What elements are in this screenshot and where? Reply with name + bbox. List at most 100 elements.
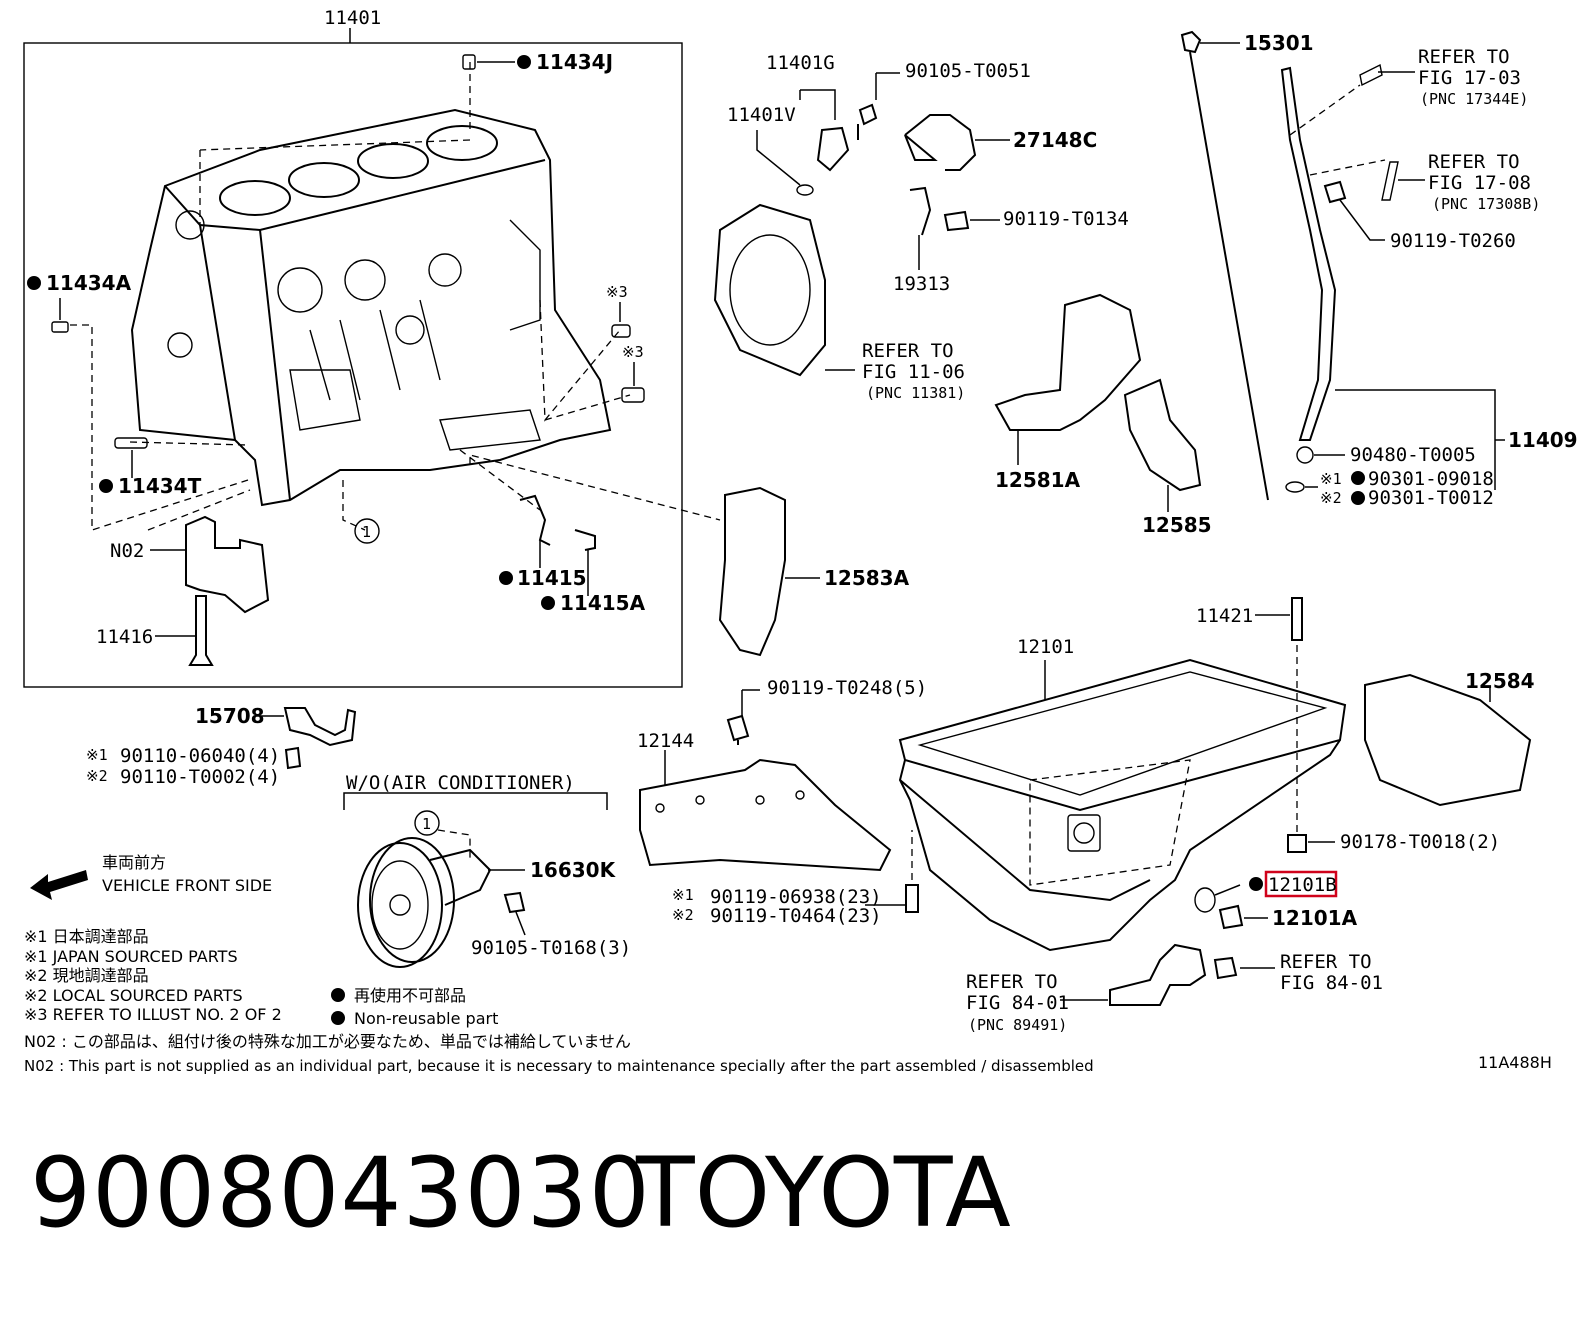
label-90105-T0051: 90105-T0051 [905,60,1031,82]
insulator-12581A-illustration [994,293,1142,431]
label-12585: 12585 [1142,513,1212,537]
label-12581A: 12581A [995,468,1081,492]
mark-1-15708: ※1 [86,746,108,764]
refer-11-06-line2: FIG 11-06 [862,361,965,383]
oil-strainer-illustration [1109,943,1207,1006]
ref-circle-1-pulley [414,810,440,836]
note-3-lower: ※3 [622,343,644,361]
refer-84-01-line1: REFER TO [966,971,1058,993]
legend-japan-sourced-jp: ※1 日本調達部品 [24,927,149,946]
refer-11-06-line3: (PNC 11381) [866,384,965,402]
label-90301-T0012: 90301-T0012 [1368,487,1494,509]
mark-1-pan: ※1 [672,886,694,904]
refer-17-08-line1: REFER TO [1428,151,1520,173]
label-wo-air-conditioner: W/O(AIR CONDITIONER) [346,772,575,794]
legend-local-sourced-jp: ※2 現地調達部品 [24,966,149,985]
refer-84-01-line2: FIG 84-01 [966,992,1069,1014]
figure-code: 11A488H [1478,1053,1552,1072]
insulator-12583A-illustration [718,486,786,657]
refer-17-08-line3: (PNC 17308B) [1432,195,1540,213]
note-3-upper: ※3 [606,283,628,301]
label-11401V: 11401V [727,104,796,126]
label-12101: 12101 [1017,636,1074,658]
bracket-15708-illustration [283,707,357,747]
label-11416: 11416 [96,626,153,648]
oil-level-gauge-guide-illustration [1280,66,1337,441]
ref-circle-1-block-text: 1 [362,523,371,541]
ref-circle-1-block [354,518,380,544]
label-11415A: 11415A [560,591,646,615]
label-11401G: 11401G [766,52,835,74]
label-11409: 11409 [1508,428,1578,452]
wire-harness-illustration [904,114,977,171]
label-90110-T0002: 90110-T0002(4) [120,766,280,788]
refer-11-06-line1: REFER TO [862,340,954,362]
cylinder-block-illustration [130,108,612,507]
refer-84-01-line3: (PNC 89491) [968,1016,1067,1034]
label-90119-T0464: 90119-T0464(23) [710,905,882,927]
refer-17-08-line2: FIG 17-08 [1428,172,1531,194]
parts-diagram: 11401 11434J 11434A 11434T ※3 ※3 [23,7,1578,1075]
plate-12144-illustration [639,758,892,872]
label-N02: N02 [110,540,144,562]
label-90119-06938: 90119-06938(23) [710,886,882,908]
label-12584: 12584 [1465,669,1535,693]
cylinder-block-frame [23,42,683,688]
highlight-12101B [1264,870,1338,898]
note-N02-jp: N02 : この部品は、組付け後の特殊な加工が必要なため、単品では補給していませ… [24,1032,631,1051]
label-12144: 12144 [637,730,694,752]
ref-circle-1-pulley-text: 1 [422,815,431,833]
label-19313: 19313 [893,273,950,295]
label-11421: 11421 [1196,605,1253,627]
label-15301: 15301 [1244,31,1314,55]
refer-17-03-line3: (PNC 17344E) [1420,90,1528,108]
label-12583A: 12583A [824,566,910,590]
mark-2-15708: ※2 [86,767,108,785]
label-90178-T0018: 90178-T0018(2) [1340,831,1500,853]
refer-84-01-right-line1: REFER TO [1280,951,1372,973]
vehicle-front-arrow-icon [30,870,88,900]
oil-dipstick-illustration [1180,30,1269,501]
baffle-12584-illustration [1364,673,1532,807]
label-11415: 11415 [517,566,587,590]
label-11434A: 11434A [46,271,132,295]
label-15708: 15708 [195,704,265,728]
legend-japan-sourced-en: ※1 JAPAN SOURCED PARTS [24,947,238,966]
label-11434T: 11434T [118,474,202,498]
label-11434J: 11434J [536,50,613,74]
label-90110-06040: 90110-06040(4) [120,745,280,767]
legend-non-reusable-en: Non-reusable part [354,1009,498,1028]
legend-refer-illust: ※3 REFER TO ILLUST NO. 2 OF 2 [24,1005,282,1024]
label-16630K: 16630K [530,858,617,882]
brand-name: TOYOTA [636,1137,1011,1249]
refer-84-01-right-line2: FIG 84-01 [1280,972,1383,994]
label-90301-09018: 90301-09018 [1368,468,1494,490]
legend-non-reusable-jp: 再使用不可部品 [354,986,466,1005]
refer-17-03-line1: REFER TO [1418,46,1510,68]
label-27148C: 27148C [1013,128,1097,152]
label-12101B: 12101B [1268,874,1337,896]
label-90119-T0248: 90119-T0248(5) [767,677,927,699]
oil-pan-illustration [898,658,1347,812]
note-N02-en: N02 : This part is not supplied as an in… [24,1057,1094,1075]
label-12101A: 12101A [1272,906,1358,930]
rear-oil-seal-retainer-illustration [713,203,826,377]
refer-17-03-line2: FIG 17-03 [1418,67,1521,89]
vehicle-front-jp: 車両前方 [102,853,166,872]
label-11401: 11401 [324,7,381,29]
mark-2-gauge: ※2 [1320,489,1342,507]
label-90119-T0134: 90119-T0134 [1003,208,1129,230]
bolt-11416-illustration [188,595,214,666]
label-90480-T0005: 90480-T0005 [1350,444,1476,466]
mark-1-gauge: ※1 [1320,470,1342,488]
part-number: 9008043030 [30,1137,651,1249]
insulator-12585-illustration [1123,378,1202,492]
mark-2-pan: ※2 [672,906,694,924]
vehicle-front-en: VEHICLE FRONT SIDE [102,876,272,895]
label-90119-T0260: 90119-T0260 [1390,230,1516,252]
bearing-cap-illustration [185,515,270,614]
camshaft-sensor-illustration [816,126,850,172]
label-90105-T0168: 90105-T0168(3) [471,937,631,959]
stud-11421-illustration [1291,597,1303,641]
legend-local-sourced-en: ※2 LOCAL SOURCED PARTS [24,986,243,1005]
